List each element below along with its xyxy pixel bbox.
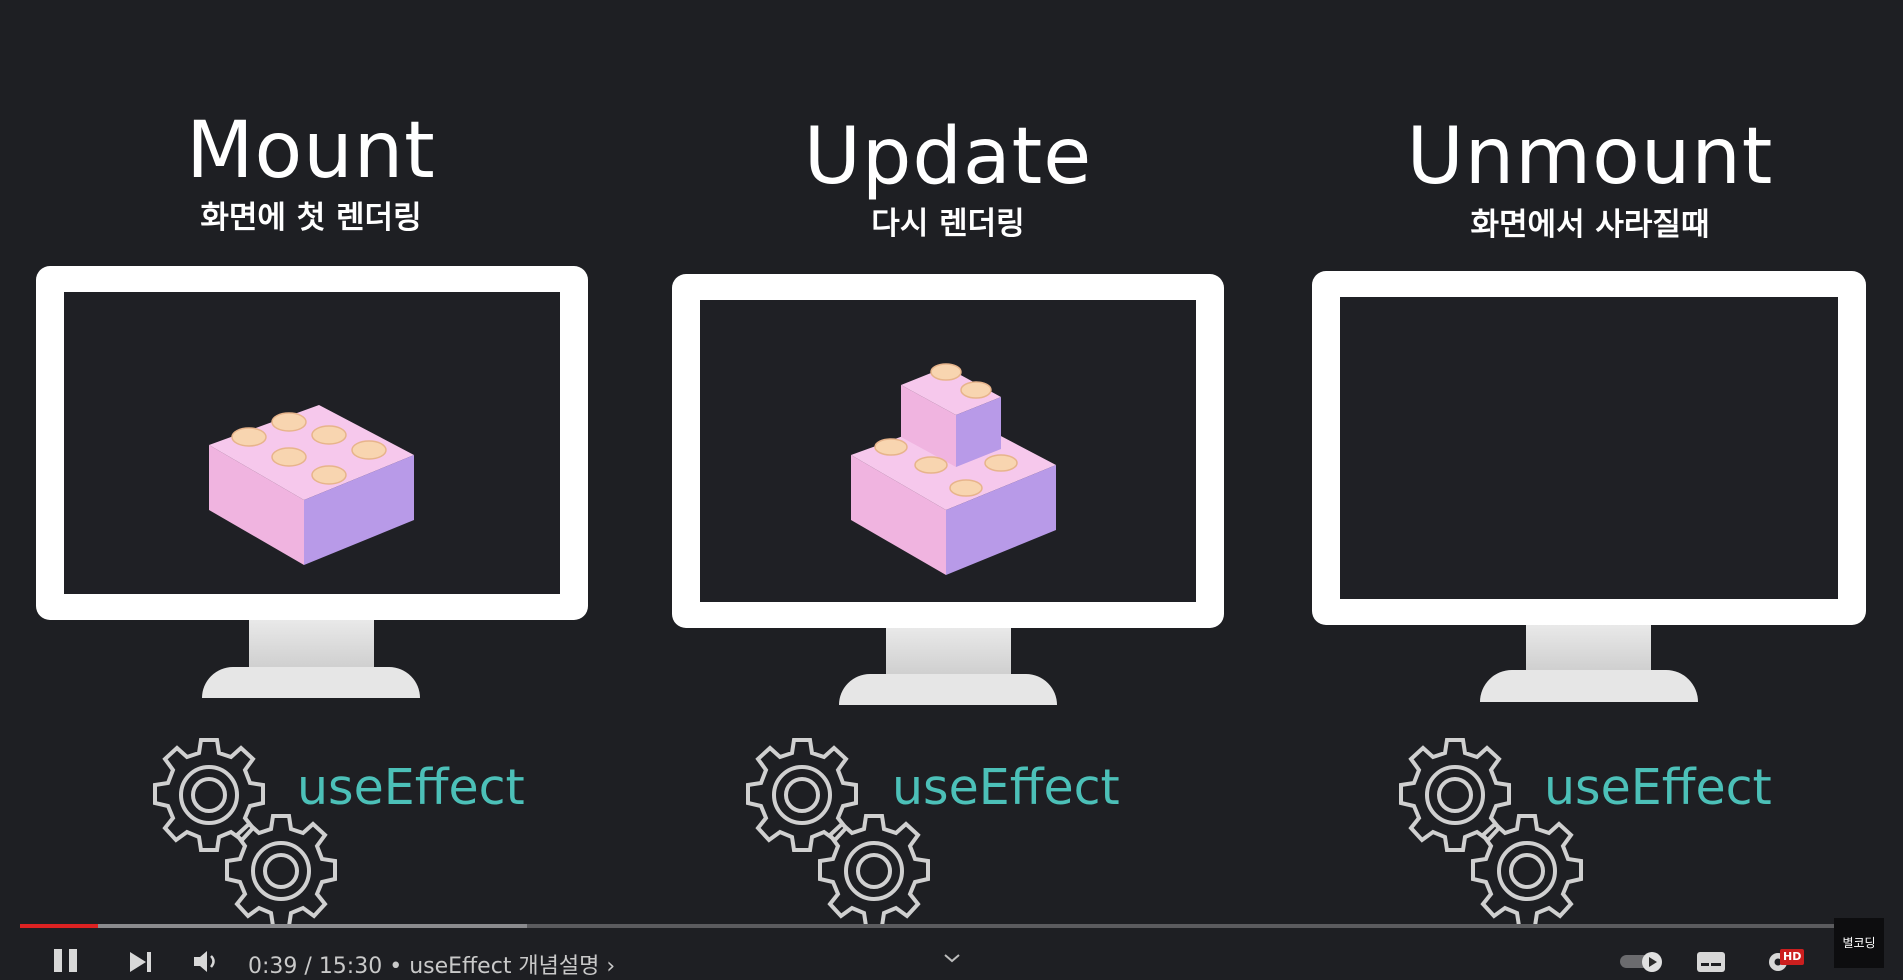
- volume-icon[interactable]: [192, 950, 222, 972]
- panel-subtitle: 화면에서 사라질때: [1470, 207, 1710, 243]
- progress-played: [20, 924, 99, 928]
- progress-bar[interactable]: [20, 924, 1883, 928]
- current-time: 0:39: [248, 954, 298, 979]
- monitor-stand-neck: [1526, 625, 1651, 671]
- gears-icon: [1399, 738, 1583, 928]
- chapter-bullet: •: [382, 954, 410, 979]
- monitor-stand-base: [839, 674, 1057, 705]
- panel-title: Unmount: [1406, 112, 1774, 202]
- use-effect-label: useEffect: [297, 759, 525, 816]
- duration: 15:30: [318, 954, 383, 979]
- monitor-screen: [1340, 297, 1838, 599]
- panel-update: Update 다시 렌더링: [668, 0, 1228, 972]
- autoplay-toggle-icon[interactable]: [1618, 950, 1668, 972]
- lego-brick-icon: [209, 405, 414, 565]
- panel-unmount: Unmount 화면에서 사라질때 useEffect: [1310, 0, 1870, 972]
- pause-icon[interactable]: [52, 947, 80, 972]
- next-icon[interactable]: [128, 950, 154, 972]
- lego-brick-stack-icon: [851, 363, 1056, 575]
- chapter-chevron: ›: [606, 954, 616, 979]
- monitor-stand-base: [1480, 670, 1698, 702]
- chapter-title[interactable]: useEffect 개념설명: [409, 954, 600, 979]
- channel-watermark[interactable]: 별코딩: [1834, 918, 1884, 968]
- panel-subtitle: 화면에 첫 렌더링: [200, 200, 422, 236]
- panel-title: Update: [803, 112, 1093, 202]
- use-effect-label: useEffect: [892, 759, 1120, 816]
- progress-buffered: [20, 924, 527, 928]
- video-player-controls: [0, 915, 1903, 972]
- hd-badge: HD: [1780, 949, 1805, 965]
- chevron-down-icon[interactable]: [942, 952, 962, 964]
- monitor: [1312, 271, 1866, 625]
- time-separator: /: [297, 954, 319, 979]
- monitor-stand-neck: [886, 628, 1011, 675]
- monitor-stand-base: [202, 667, 420, 698]
- monitor-stand-neck: [249, 620, 374, 668]
- time-and-chapter[interactable]: 0:39 / 15:30 • useEffect 개념설명 ›: [248, 948, 615, 980]
- subtitles-icon[interactable]: [1695, 950, 1727, 972]
- use-effect-label: useEffect: [1544, 759, 1772, 816]
- panel-title: Mount: [186, 106, 436, 196]
- panel-subtitle: 다시 렌더링: [871, 206, 1025, 242]
- panel-mount: Mount 화면에 첫 렌더링: [31, 0, 591, 972]
